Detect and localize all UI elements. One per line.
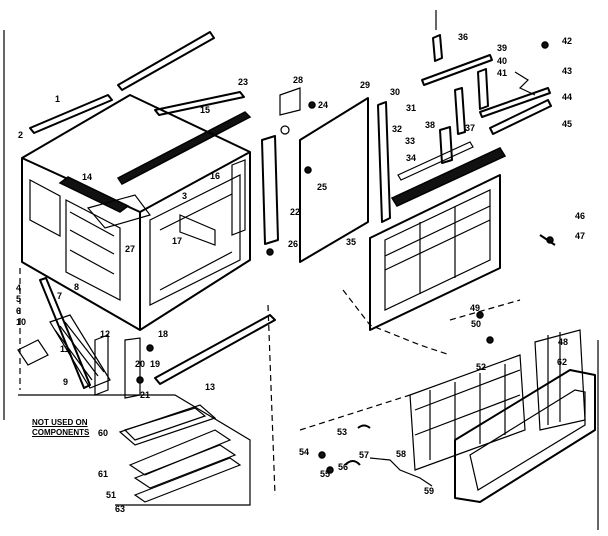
callout-62: 62: [557, 357, 568, 367]
callout-40: 40: [497, 56, 508, 66]
callout-54: 54: [299, 447, 310, 457]
top-rail-parts: [29, 31, 252, 185]
callout-3: 3: [182, 191, 188, 201]
callout-23: 23: [238, 77, 249, 87]
callout-43: 43: [562, 66, 573, 76]
callout-58: 58: [396, 449, 407, 459]
box-label-line-2: COMPONENTS: [32, 428, 90, 437]
side-brackets: [231, 87, 316, 256]
callout-9: 9: [63, 377, 69, 387]
cabinet-chassis: [21, 94, 251, 331]
callout-47: 47: [575, 231, 586, 241]
leader-lines: [19, 268, 521, 496]
callout-21: 21: [140, 390, 151, 400]
callout-15: 15: [200, 105, 211, 115]
callout-5: 5: [16, 294, 22, 304]
callout-36: 36: [458, 32, 469, 42]
callout-27: 27: [125, 244, 136, 254]
callout-17: 17: [172, 236, 183, 246]
front-grille: [369, 141, 507, 331]
callout-46: 46: [575, 211, 586, 221]
callout-10: 10: [16, 317, 27, 327]
callout-25: 25: [317, 182, 328, 192]
callout-18: 18: [158, 329, 169, 339]
callout-6: 6: [16, 306, 22, 316]
callout-42: 42: [562, 36, 573, 46]
callout-53: 53: [337, 427, 348, 437]
callout-38: 38: [425, 120, 436, 130]
callout-50: 50: [471, 319, 482, 329]
upper-right-parts: [421, 10, 556, 246]
bottom-left-parts: [17, 277, 276, 399]
callout-31: 31: [406, 103, 417, 113]
callout-56: 56: [338, 462, 349, 472]
callout-19: 19: [150, 359, 161, 369]
callout-1: 1: [55, 94, 61, 104]
callout-4: 4: [16, 283, 22, 293]
callout-63: 63: [115, 504, 126, 514]
vertical-strip: [377, 101, 391, 223]
callout-60: 60: [98, 428, 109, 438]
callout-24: 24: [318, 100, 329, 110]
callout-41: 41: [497, 68, 508, 78]
lower-right-parts: [318, 311, 596, 503]
callout-61: 61: [98, 469, 109, 479]
callout-51: 51: [106, 490, 117, 500]
callout-12: 12: [100, 329, 111, 339]
callout-52: 52: [476, 362, 487, 372]
callout-20: 20: [135, 359, 146, 369]
not-used-components: [18, 394, 251, 506]
callout-8: 8: [74, 282, 80, 292]
callout-7: 7: [57, 291, 63, 301]
callout-59: 59: [424, 486, 435, 496]
callout-22: 22: [290, 207, 301, 217]
callout-34: 34: [406, 153, 417, 163]
callout-45: 45: [562, 119, 573, 129]
callout-11: 11: [60, 344, 70, 354]
callout-35: 35: [346, 237, 357, 247]
callout-55: 55: [320, 469, 331, 479]
callout-57: 57: [359, 450, 370, 460]
callout-44: 44: [562, 92, 573, 102]
callout-33: 33: [405, 136, 416, 146]
callout-13: 13: [205, 382, 216, 392]
callout-16: 16: [210, 171, 221, 181]
callout-48: 48: [558, 337, 569, 347]
callout-26: 26: [288, 239, 299, 249]
callout-39: 39: [497, 43, 508, 53]
callout-49: 49: [470, 303, 481, 313]
access-panel: [299, 97, 369, 263]
callout-30: 30: [390, 87, 401, 97]
callout-14: 14: [82, 172, 93, 182]
callout-32: 32: [392, 124, 403, 134]
callout-2: 2: [18, 130, 24, 140]
not-used-components-label: NOT USED ON COMPONENTS: [32, 418, 89, 438]
box-label-line-1: NOT USED ON: [32, 418, 88, 427]
callout-28: 28: [293, 75, 304, 85]
callout-37: 37: [465, 123, 476, 133]
callout-29: 29: [360, 80, 371, 90]
